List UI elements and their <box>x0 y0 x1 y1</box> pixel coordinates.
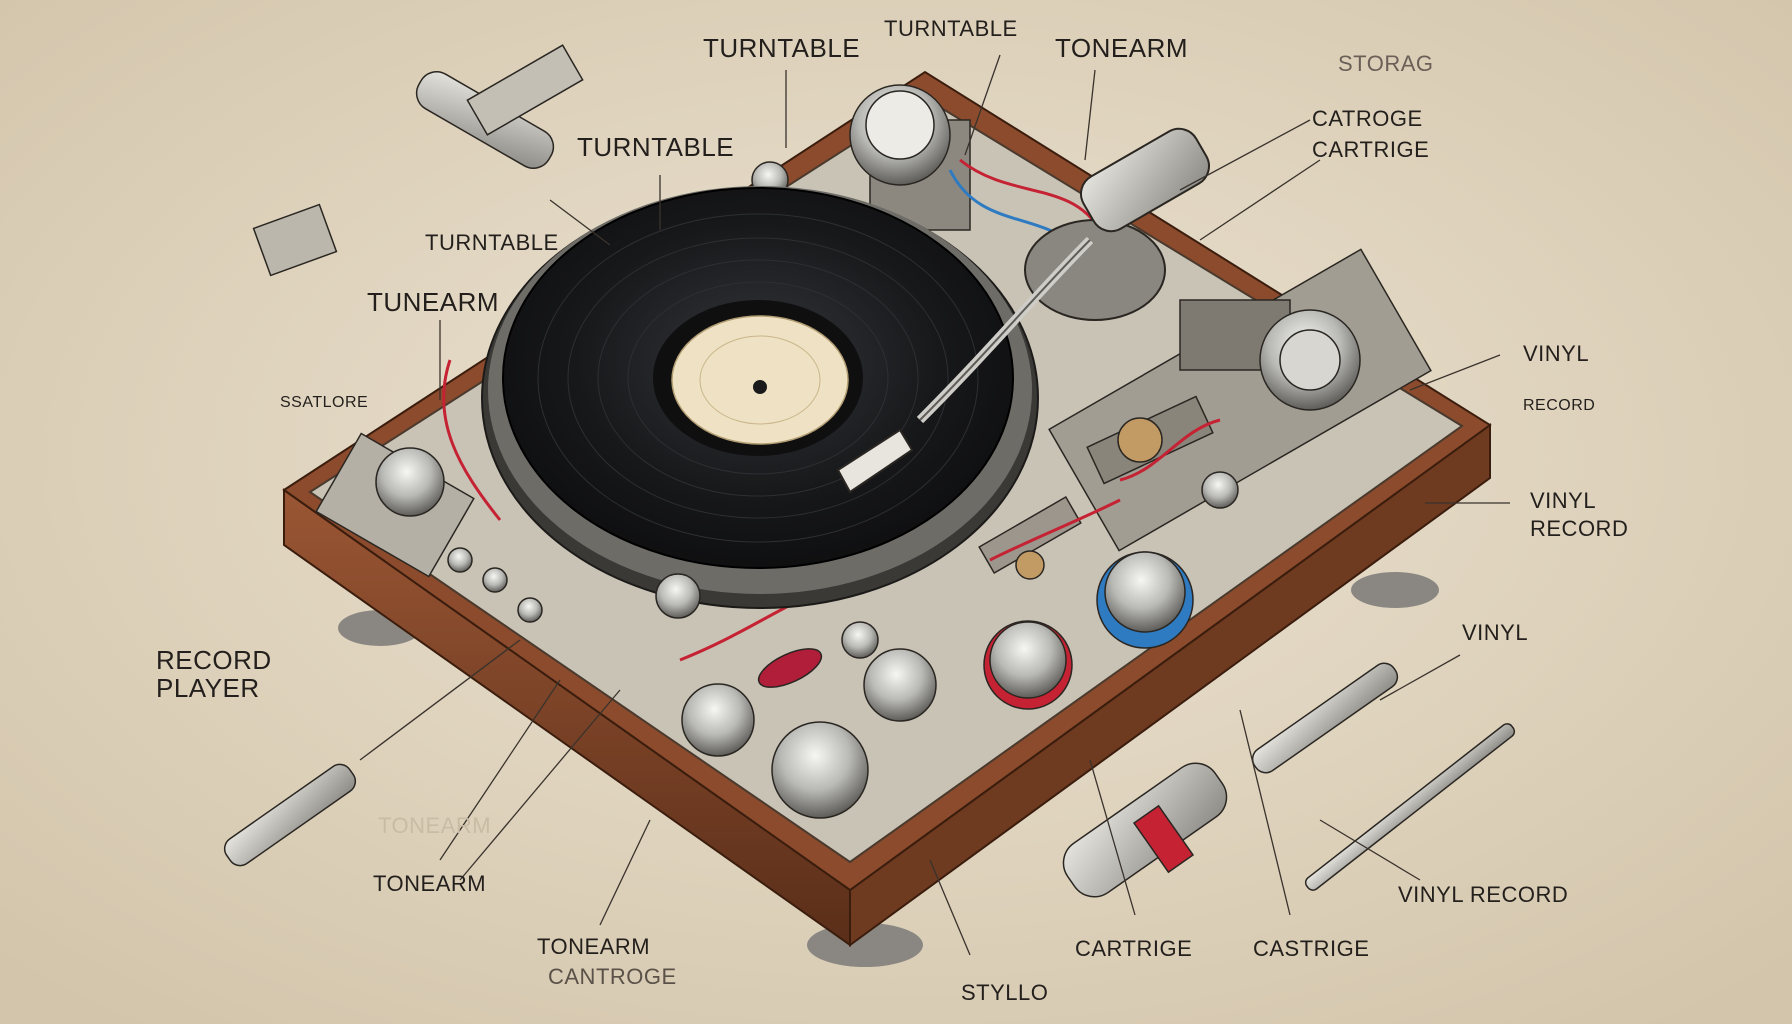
label-stylo: STYLLO <box>961 980 1049 1005</box>
control-knobs <box>315 432 1194 819</box>
label-vinyl-record: VINYL RECORD <box>1398 882 1569 907</box>
label-tonearm-b: TONEARM <box>373 871 487 896</box>
label-vinyl-a: VINYL <box>1523 341 1590 366</box>
label-tunearm: TUNEARM <box>367 287 500 317</box>
label-cartrige-top: CARTRIGE <box>1312 137 1430 162</box>
label-turntable-top-b: TURNTABLE <box>884 16 1018 41</box>
label-record-player-1: RECORD <box>156 645 272 675</box>
label-vinyl-b: VINYL <box>1530 488 1597 513</box>
label-storage-top: STORAG <box>1338 51 1434 76</box>
label-ssatlore: SSATLORE <box>280 394 369 411</box>
label-record-a: RECORD <box>1523 397 1596 414</box>
label-tonearm-top: TONEARM <box>1055 33 1189 63</box>
label-cantroge: CANTROGE <box>548 964 677 989</box>
spindle <box>753 380 767 394</box>
label-turntable-mid: TURNTABLE <box>577 132 735 162</box>
label-turntable-top-a: TURNTABLE <box>703 33 861 63</box>
label-catroge: CATROGE <box>1312 106 1423 131</box>
label-record-player-2: PLAYER <box>156 673 260 703</box>
vinyl-record <box>502 187 1014 569</box>
floating-parts <box>223 44 1516 898</box>
label-tonearm-c: TONEARM <box>537 934 651 959</box>
leader-lines <box>359 54 1510 956</box>
label-record-b: RECORD <box>1530 516 1629 541</box>
label-tonearm-faded: TONEARM <box>378 813 492 838</box>
tonearm <box>836 127 1210 494</box>
label-vinyl-c: VINYL <box>1462 620 1529 645</box>
label-turntable-small: TURNTABLE <box>425 230 559 255</box>
label-cartrige-bottom: CARTRIGE <box>1075 936 1193 961</box>
cartridge-headshell <box>836 428 914 494</box>
label-castrige: CASTRIGE <box>1253 936 1370 961</box>
